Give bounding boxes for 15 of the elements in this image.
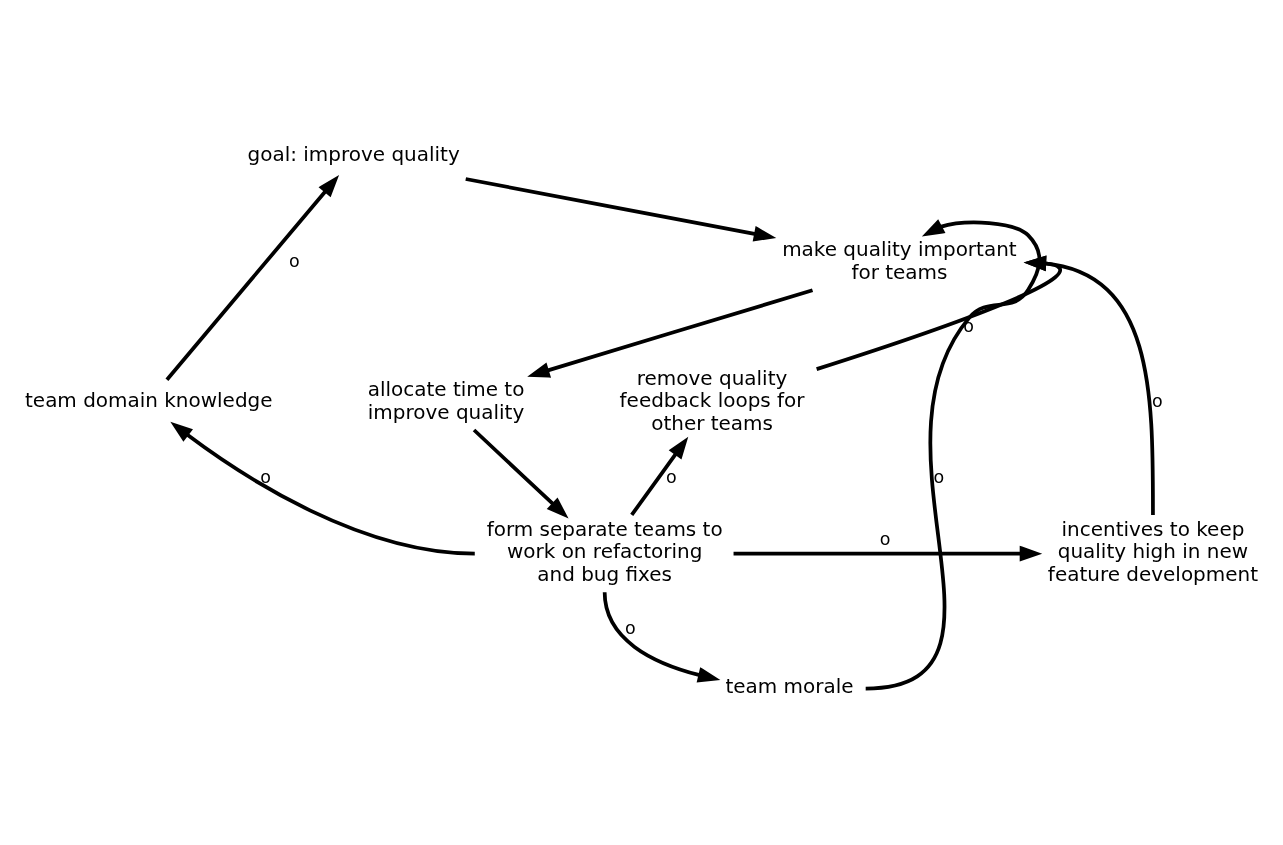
node-text: team morale — [725, 674, 854, 699]
node-text: team domain knowledge — [25, 388, 273, 413]
node-text: allocate time to improve quality — [367, 377, 525, 424]
node-text: incentives to keep quality high in new feature development — [1047, 516, 1259, 586]
edge-label: o — [879, 529, 891, 550]
edge-label: o — [666, 466, 677, 487]
node-text: goal: improve quality — [247, 142, 460, 167]
edge-label: o — [260, 466, 271, 487]
edge-label: o — [933, 466, 945, 487]
edge-label: o — [288, 251, 300, 272]
node-text: form separate teams to work on refactoring and bug fixes — [486, 516, 723, 586]
edge-label: o — [624, 617, 636, 638]
edge-label: o — [1151, 391, 1163, 412]
node-text: make quality important for teams — [782, 237, 1017, 284]
node-text: remove quality feedback loops for other teams — [619, 365, 805, 435]
